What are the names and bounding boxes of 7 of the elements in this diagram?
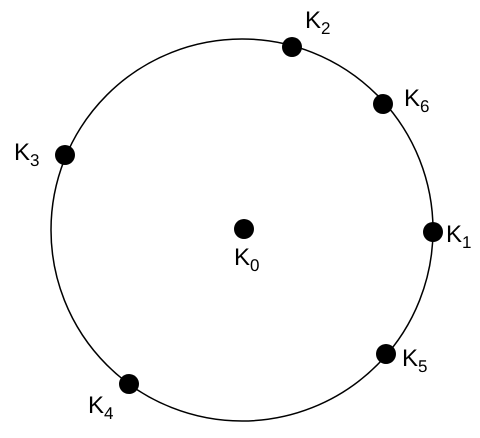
point-label: K$_{0}$	[234, 245, 260, 277]
point-label: K$_{3}$	[14, 140, 40, 172]
point-label: K$_{2}$	[305, 8, 330, 40]
point-label: K$_{6}$	[404, 86, 430, 118]
point-label: K$_{5}$	[402, 346, 428, 378]
point-label: K$_{4}$	[88, 393, 114, 425]
point-label: K$_{1}$	[446, 222, 472, 254]
